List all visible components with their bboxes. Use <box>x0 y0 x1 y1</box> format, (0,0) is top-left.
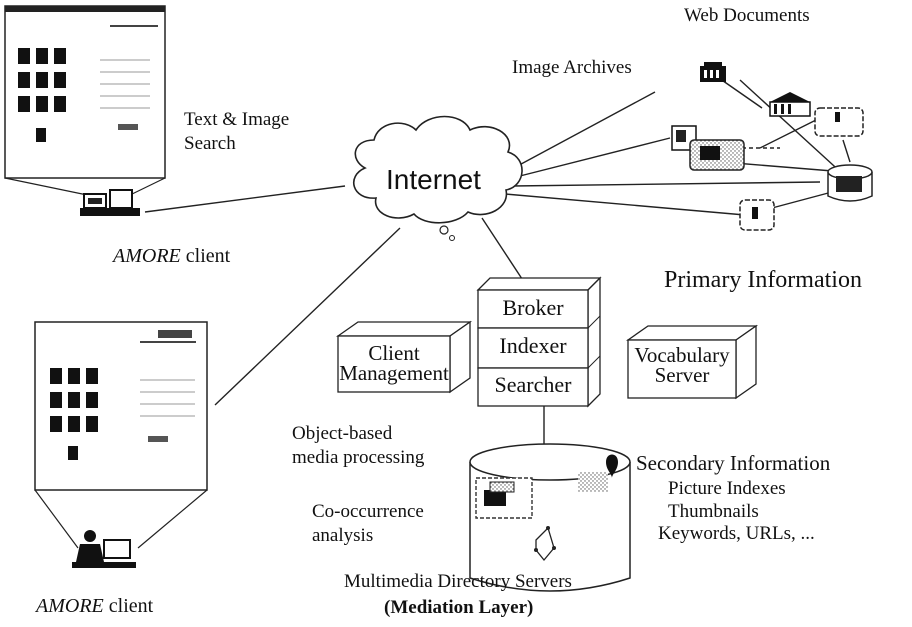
vocabulary-server-box <box>625 324 759 400</box>
client-management-box <box>335 320 473 394</box>
cloud-icon <box>353 115 523 241</box>
object-based-label-line1: Object-based <box>292 423 393 444</box>
text-image-search-label-line2: Search <box>184 133 236 154</box>
secondary-information-label: Secondary Information <box>636 451 831 475</box>
user-at-computer-icon <box>72 530 136 568</box>
object-based-label-line2: media processing <box>292 447 425 468</box>
archive-building-icon <box>700 62 726 82</box>
mediation-layer-label: (Mediation Layer) <box>384 597 534 618</box>
server-stack <box>476 276 602 408</box>
internet-label: Internet <box>386 164 481 195</box>
web-document-icon <box>739 199 775 231</box>
image-archives-label: Image Archives <box>512 57 632 78</box>
client-screen-icon <box>34 321 208 491</box>
workstation-icon <box>80 189 140 216</box>
client-screen-icon <box>4 5 166 179</box>
web-document-icon <box>769 92 864 137</box>
network-links <box>144 75 851 406</box>
cooccurrence-label-line2: analysis <box>312 525 374 546</box>
database-cylinder-icon <box>469 443 631 592</box>
projection-line <box>137 489 208 549</box>
projection-line <box>4 177 93 197</box>
amore-client-label-top: AMORE client <box>113 245 231 267</box>
keywords-urls-label: Keywords, URLs, ... <box>658 523 815 544</box>
broker-label: Broker <box>502 295 564 320</box>
indexer-label: Indexer <box>499 333 567 358</box>
multimedia-directory-servers-label: Multimedia Directory Servers <box>344 571 572 592</box>
projection-line <box>34 489 79 549</box>
primary-information-label: Primary Information <box>664 267 862 293</box>
amore-client-label-bottom: AMORE client <box>36 595 154 617</box>
web-documents-label: Web Documents <box>684 5 810 26</box>
web-document-icon <box>671 125 745 171</box>
database-cylinder-icon <box>827 164 873 202</box>
projection-line <box>127 177 166 197</box>
picture-indexes-label: Picture Indexes <box>668 478 786 499</box>
thumbnails-label: Thumbnails <box>668 501 759 522</box>
text-image-search-label-line1: Text & Image <box>184 109 290 130</box>
searcher-label: Searcher <box>494 372 572 397</box>
cooccurrence-label-line1: Co-occurrence <box>312 501 424 522</box>
